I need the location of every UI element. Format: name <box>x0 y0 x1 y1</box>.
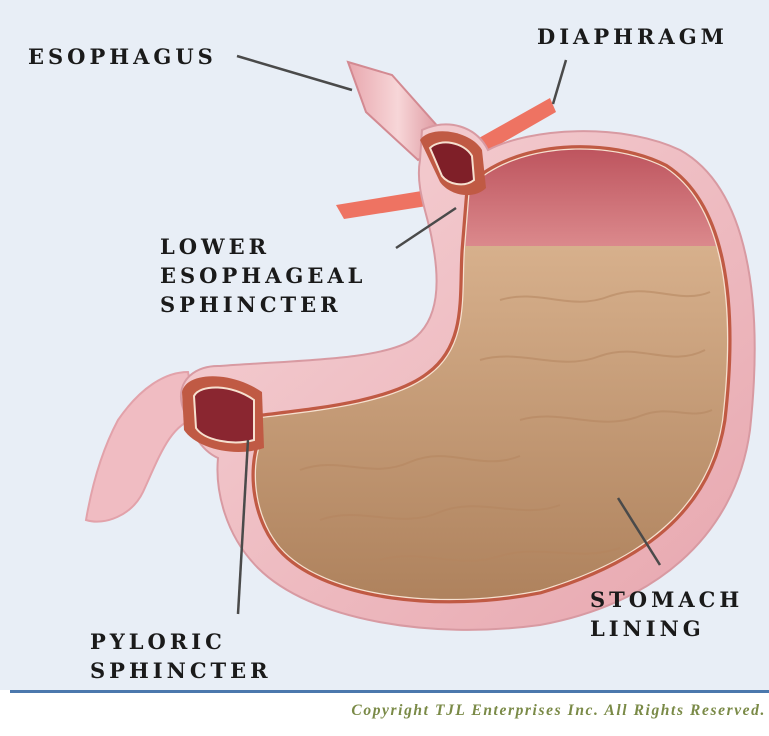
diaphragm-label: DIAPHRAGM <box>537 22 728 51</box>
pyloric-label-line-1: PYLORIC <box>90 627 272 656</box>
les-label-line-2: ESOPHAGEAL <box>160 261 366 290</box>
copyright-notice: Copyright TJL Enterprises Inc. All Right… <box>0 702 766 720</box>
pyloric-label-line-2: SPHINCTER <box>90 656 272 685</box>
pyloric-sphincter-label: PYLORIC SPHINCTER <box>90 627 272 685</box>
stomach-lining-label: STOMACH LINING <box>590 585 743 643</box>
lining-label-line-2: LINING <box>590 614 743 643</box>
esophagus-label: ESOPHAGUS <box>28 42 217 71</box>
lining-label-line-1: STOMACH <box>590 585 743 614</box>
lower-esophageal-sphincter-label: LOWER ESOPHAGEAL SPHINCTER <box>160 232 366 319</box>
footer-divider <box>10 690 769 693</box>
les-label-line-3: SPHINCTER <box>160 290 366 319</box>
duodenum-tube <box>86 372 196 522</box>
les-label-line-1: LOWER <box>160 232 366 261</box>
